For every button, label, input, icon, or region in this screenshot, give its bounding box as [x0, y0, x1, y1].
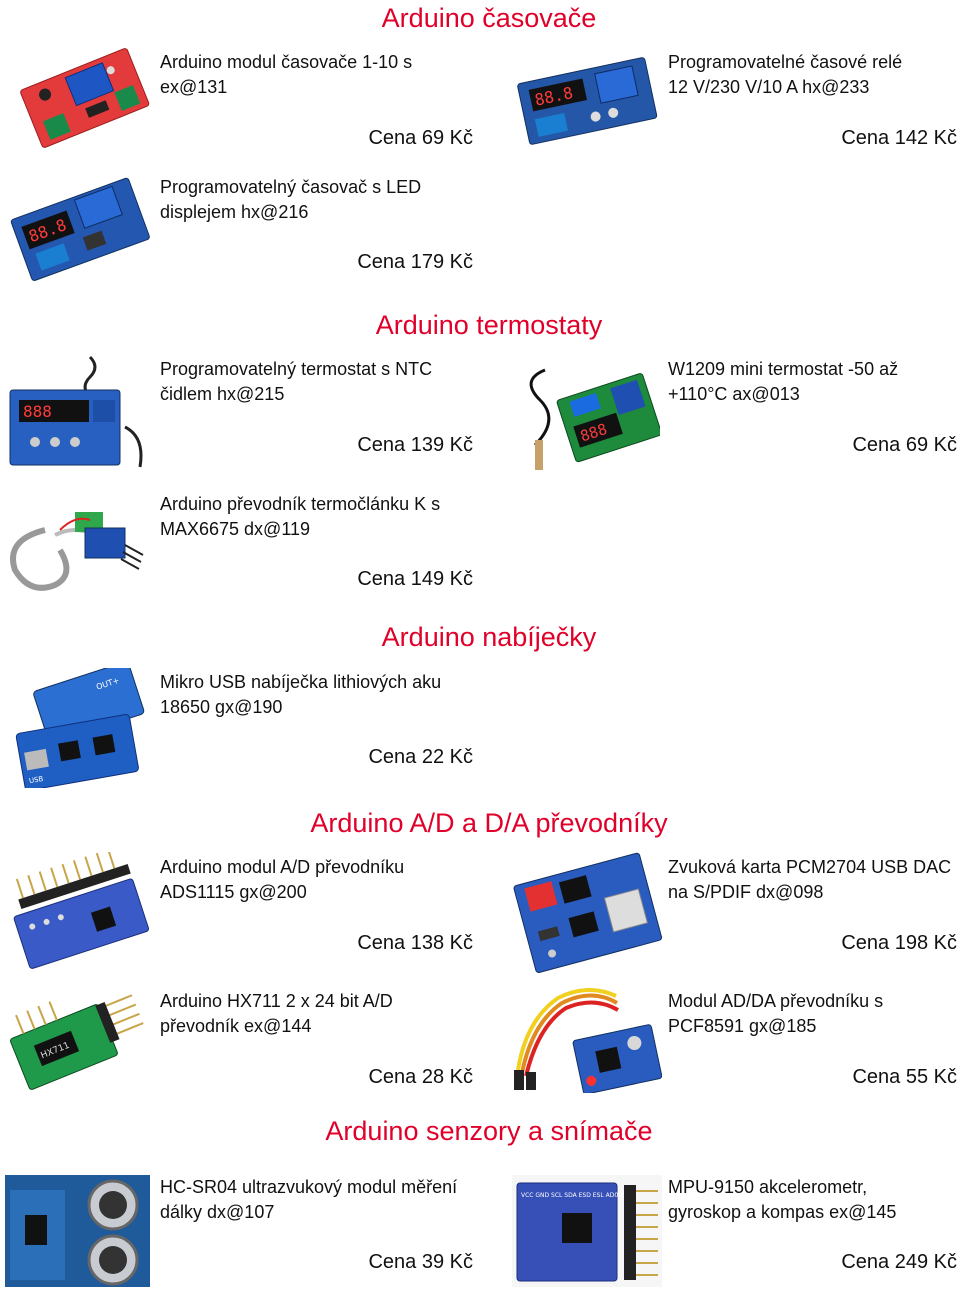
pcm2704-sound-card-image [513, 852, 662, 973]
product-line1: Zvuková karta PCM2704 USB DAC [668, 857, 952, 877]
product-line2: ADS1115 gx@200 [160, 882, 307, 902]
product-line2: ex@131 [160, 77, 228, 97]
price-hx215: Cena 139 Kč [357, 434, 473, 456]
product-line1: Arduino HX711 2 x 24 bit A/D [160, 991, 393, 1011]
product-line1: Programovatelný termostat s NTC [160, 359, 433, 379]
led-digits: 888 [23, 402, 52, 421]
product-desc-gx190: Mikro USB nabíječka lithiových aku 18650… [160, 670, 441, 720]
product-line1: Arduino převodník termočlánku K s [160, 494, 441, 514]
product-line2: MAX6675 dx@119 [160, 519, 311, 539]
price-ax013: Cena 69 Kč [852, 434, 957, 456]
usb-lithium-charger-image: OUT+ USB [15, 668, 145, 788]
product-line2: 12 V/230 V/10 A hx@233 [668, 77, 870, 97]
product-line1: Modul AD/DA převodníku s [668, 991, 884, 1011]
price-hx216: Cena 179 Kč [357, 251, 473, 273]
ads1115-module-image [13, 852, 149, 969]
product-desc-gx200: Arduino modul A/D převodníku ADS1115 gx@… [160, 855, 404, 905]
mpu-pin-labels: VCC GND SCL SDA ESD ESL AD0 INT [521, 1192, 630, 1199]
product-desc-ex131: Arduino modul časovače 1-10 s ex@131 [160, 50, 412, 100]
timer-module-1-10s-image [20, 48, 150, 148]
product-desc-dx107: HC-SR04 ultrazvukový modul měření dálky … [160, 1175, 457, 1225]
product-line2: převodník ex@144 [160, 1016, 312, 1036]
product-desc-hx215: Programovatelný termostat s NTC čidlem h… [160, 357, 432, 407]
product-desc-ex144: Arduino HX711 2 x 24 bit A/D převodník e… [160, 989, 393, 1039]
section-title-timers: Arduino časovače [381, 3, 597, 33]
hx711-converter-image: HX711 [10, 994, 144, 1090]
hc-sr04-ultrasonic-image [5, 1175, 150, 1287]
price-gx185: Cena 55 Kč [852, 1066, 957, 1088]
ntc-thermostat-image: 888 [9, 355, 143, 468]
product-line1: MPU-9150 akcelerometr, [668, 1177, 868, 1197]
product-line1: Programovatelný časovač s LED [160, 177, 422, 197]
section-title-converters: Arduino A/D a D/A převodníky [310, 808, 668, 838]
thermocouple-max6675-image [10, 512, 144, 591]
programmable-led-timer-image: 88.8 [10, 177, 150, 281]
product-desc-dx119: Arduino převodník termočlánku K s MAX667… [160, 492, 440, 542]
price-ex145: Cena 249 Kč [841, 1251, 957, 1273]
product-line1: Mikro USB nabíječka lithiových aku [160, 672, 442, 692]
programmable-time-relay-image: 88.8 [517, 57, 658, 145]
price-gx190: Cena 22 Kč [368, 746, 473, 768]
product-line2: displejem hx@216 [160, 202, 309, 222]
price-ex144: Cena 28 Kč [368, 1066, 473, 1088]
product-line2: PCF8591 gx@185 [668, 1016, 817, 1036]
product-line1: Programovatelné časové relé [668, 52, 903, 72]
w1209-thermostat-image: 888 [529, 368, 660, 470]
price-dx098: Cena 198 Kč [841, 932, 957, 954]
product-line2: 18650 gx@190 [160, 697, 283, 717]
product-line2: dálky dx@107 [160, 1202, 275, 1222]
mpu9150-sensor-image: VCC GND SCL SDA ESD ESL AD0 INT [512, 1175, 662, 1287]
product-line1: W1209 mini termostat -50 až [668, 359, 899, 379]
section-title-sensors: Arduino senzory a snímače [325, 1116, 653, 1146]
section-title-chargers: Arduino nabíječky [381, 622, 597, 652]
product-desc-hx216: Programovatelný časovač s LED displejem … [160, 175, 421, 225]
section-title-thermostats: Arduino termostaty [375, 310, 603, 340]
product-desc-ax013: W1209 mini termostat -50 až +110°C ax@01… [668, 357, 898, 407]
usb-label: USB [28, 775, 44, 785]
pcf8591-module-image [514, 988, 662, 1093]
product-line2: gyroskop a kompas ex@145 [668, 1202, 897, 1222]
product-desc-dx098: Zvuková karta PCM2704 USB DAC na S/PDIF … [668, 855, 951, 905]
price-dx119: Cena 149 Kč [357, 568, 473, 590]
product-desc-ex145: MPU-9150 akcelerometr, gyroskop a kompas… [668, 1175, 896, 1225]
product-line1: Arduino modul časovače 1-10 s [160, 52, 413, 72]
product-desc-gx185: Modul AD/DA převodníku s PCF8591 gx@185 [668, 989, 883, 1039]
product-line1: HC-SR04 ultrazvukový modul měření [160, 1177, 458, 1197]
price-hx233: Cena 142 Kč [841, 127, 957, 149]
product-line2: čidlem hx@215 [160, 384, 285, 404]
price-gx200: Cena 138 Kč [357, 932, 473, 954]
product-line2: na S/PDIF dx@098 [668, 882, 824, 902]
price-ex131: Cena 69 Kč [368, 127, 473, 149]
product-desc-hx233: Programovatelné časové relé 12 V/230 V/1… [668, 50, 902, 100]
product-line1: Arduino modul A/D převodníku [160, 857, 405, 877]
price-dx107: Cena 39 Kč [368, 1251, 473, 1273]
product-line2: +110°C ax@013 [668, 384, 800, 404]
